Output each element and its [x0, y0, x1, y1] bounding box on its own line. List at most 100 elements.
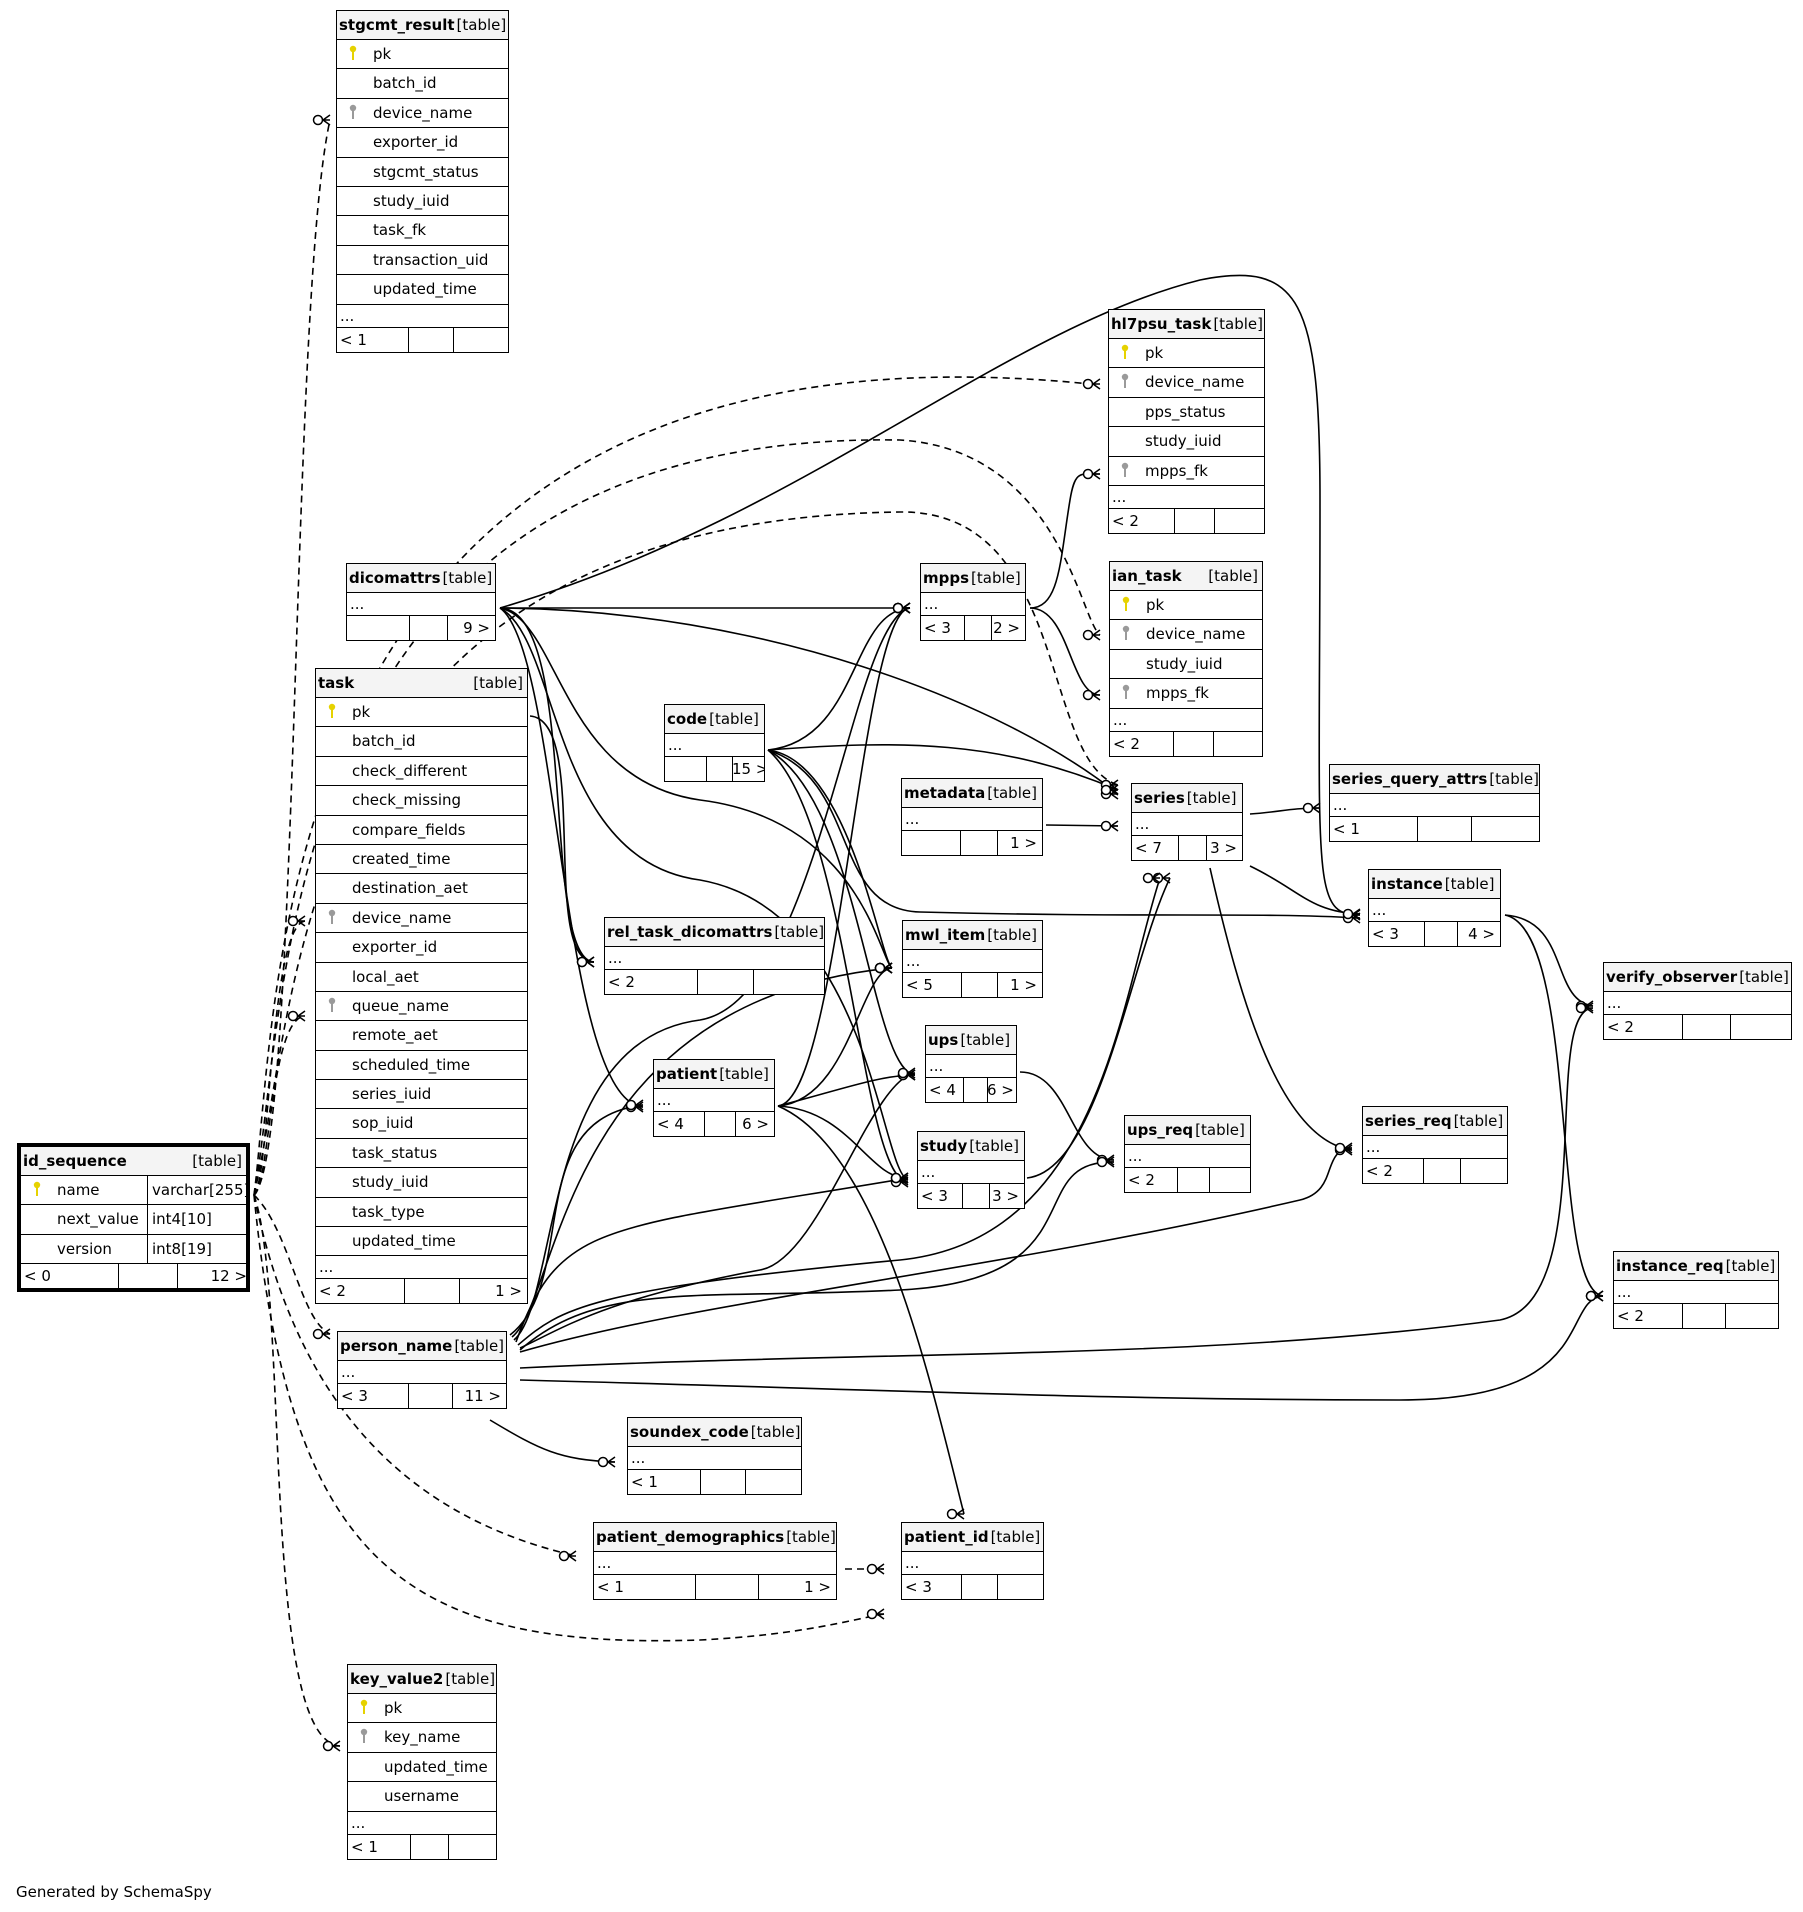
more-columns[interactable]: ...: [654, 1089, 774, 1112]
table-name[interactable]: series_query_attrs: [1332, 770, 1488, 788]
table-name[interactable]: code: [667, 710, 708, 728]
column-row[interactable]: compare_fields: [316, 816, 527, 845]
table-name[interactable]: ups: [928, 1031, 959, 1049]
table-header[interactable]: stgcmt_result[table]: [337, 11, 508, 40]
column-row[interactable]: queue_name: [316, 992, 527, 1022]
table-name[interactable]: study: [920, 1137, 968, 1155]
column-row[interactable]: username: [348, 1782, 496, 1812]
table-header[interactable]: dicomattrs[table]: [347, 564, 495, 593]
table-name[interactable]: person_name: [340, 1337, 453, 1355]
table-header[interactable]: id_sequence[table]: [21, 1147, 246, 1176]
column-row[interactable]: check_missing: [316, 786, 527, 816]
table-rel-task-dicomattrs[interactable]: rel_task_dicomattrs[table]...< 2: [604, 917, 825, 995]
table-header[interactable]: series[table]: [1132, 784, 1242, 813]
column-row[interactable]: mpps_fk: [1109, 457, 1264, 486]
table-header[interactable]: key_value2[table]: [348, 1665, 496, 1694]
table-header[interactable]: ups[table]: [926, 1026, 1016, 1055]
table-name[interactable]: instance_req: [1616, 1257, 1724, 1275]
column-row[interactable]: study_iuid: [316, 1168, 527, 1198]
column-row[interactable]: series_iuid: [316, 1080, 527, 1110]
column-row[interactable]: destination_aet: [316, 874, 527, 904]
more-columns[interactable]: ...: [348, 1812, 496, 1835]
more-columns[interactable]: ...: [926, 1055, 1016, 1078]
table-header[interactable]: instance[table]: [1369, 870, 1500, 899]
more-columns[interactable]: ...: [1369, 899, 1500, 922]
column-row[interactable]: mpps_fk: [1110, 679, 1262, 709]
column-row[interactable]: pk: [316, 698, 527, 728]
column-row[interactable]: device_name: [316, 904, 527, 934]
table-soundex-code[interactable]: soundex_code[table]...< 1: [627, 1417, 802, 1495]
more-columns[interactable]: ...: [1363, 1136, 1507, 1159]
more-columns[interactable]: ...: [1604, 992, 1791, 1015]
column-row[interactable]: pps_status: [1109, 398, 1264, 428]
table-name[interactable]: ian_task: [1112, 567, 1182, 585]
table-name[interactable]: instance: [1371, 875, 1443, 893]
column-row[interactable]: updated_time: [348, 1753, 496, 1783]
table-header[interactable]: ian_task[table]: [1110, 562, 1262, 591]
column-row[interactable]: study_iuid: [1109, 427, 1264, 457]
table-header[interactable]: metadata[table]: [902, 779, 1042, 808]
table-name[interactable]: metadata: [904, 784, 986, 802]
column-row[interactable]: device_name: [1110, 620, 1262, 650]
column-row[interactable]: scheduled_time: [316, 1051, 527, 1081]
table-verify-observer[interactable]: verify_observer[table]...< 2: [1603, 962, 1792, 1040]
column-row[interactable]: task_status: [316, 1139, 527, 1169]
table-header[interactable]: series_req[table]: [1363, 1107, 1507, 1136]
column-row[interactable]: task_fk: [337, 216, 508, 246]
table-name[interactable]: ups_req: [1127, 1121, 1194, 1139]
column-row[interactable]: remote_aet: [316, 1021, 527, 1051]
column-row[interactable]: exporter_id: [337, 128, 508, 158]
table-name[interactable]: patient_demographics: [596, 1528, 785, 1546]
table-header[interactable]: instance_req[table]: [1614, 1252, 1778, 1281]
more-columns[interactable]: ...: [337, 305, 508, 328]
table-header[interactable]: code[table]: [665, 705, 764, 734]
table-header[interactable]: rel_task_dicomattrs[table]: [605, 918, 824, 947]
table-instance-req[interactable]: instance_req[table]...< 2: [1613, 1251, 1779, 1329]
more-columns[interactable]: ...: [1109, 486, 1264, 509]
column-row[interactable]: pk: [1110, 591, 1262, 621]
column-row[interactable]: exporter_id: [316, 933, 527, 963]
table-header[interactable]: verify_observer[table]: [1604, 963, 1791, 992]
column-row[interactable]: updated_time: [316, 1227, 527, 1257]
more-columns[interactable]: ...: [921, 593, 1025, 616]
table-header[interactable]: hl7psu_task[table]: [1109, 310, 1264, 339]
table-header[interactable]: mwl_item[table]: [903, 921, 1042, 950]
more-columns[interactable]: ...: [628, 1447, 801, 1470]
table-patient-id[interactable]: patient_id[table]...< 3: [901, 1522, 1044, 1600]
table-metadata[interactable]: metadata[table]...1 >: [901, 778, 1043, 856]
column-row[interactable]: sop_iuid: [316, 1109, 527, 1139]
more-columns[interactable]: ...: [1614, 1281, 1778, 1304]
table-header[interactable]: ups_req[table]: [1125, 1116, 1250, 1145]
more-columns[interactable]: ...: [918, 1161, 1024, 1184]
table-name[interactable]: task: [318, 674, 355, 692]
table-series-query-attrs[interactable]: series_query_attrs[table]...< 1: [1329, 764, 1540, 842]
table-name[interactable]: rel_task_dicomattrs: [607, 923, 773, 941]
table-header[interactable]: study[table]: [918, 1132, 1024, 1161]
more-columns[interactable]: ...: [902, 808, 1042, 831]
table-name[interactable]: patient_id: [904, 1528, 989, 1546]
more-columns[interactable]: ...: [903, 950, 1042, 973]
column-row[interactable]: pk: [1109, 339, 1264, 369]
more-columns[interactable]: ...: [1132, 813, 1242, 836]
table-header[interactable]: mpps[table]: [921, 564, 1025, 593]
table-series-req[interactable]: series_req[table]...< 2: [1362, 1106, 1508, 1184]
more-columns[interactable]: ...: [902, 1552, 1043, 1575]
more-columns[interactable]: ...: [316, 1256, 527, 1280]
table-name[interactable]: series: [1134, 789, 1185, 807]
column-row[interactable]: device_name: [337, 99, 508, 129]
column-row[interactable]: batch_id: [316, 727, 527, 757]
table-header[interactable]: patient_demographics[table]: [594, 1523, 836, 1552]
table-name[interactable]: dicomattrs: [349, 569, 441, 587]
column-row[interactable]: key_name: [348, 1723, 496, 1753]
